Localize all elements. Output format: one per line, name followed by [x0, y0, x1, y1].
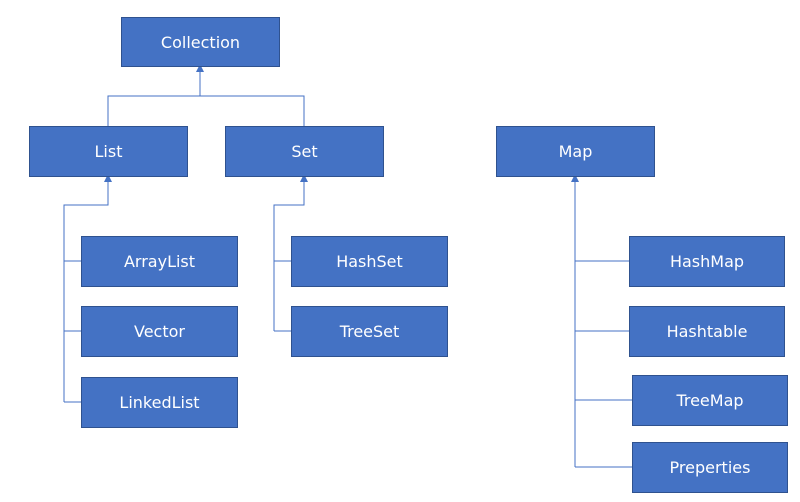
- edge-set-trunk: [273, 174, 308, 331]
- node-hashset: HashSet: [291, 236, 448, 287]
- node-set: Set: [225, 126, 384, 177]
- node-hashtable: Hashtable: [629, 306, 785, 357]
- node-treemap-label: TreeMap: [676, 391, 744, 410]
- node-set-label: Set: [291, 142, 318, 161]
- node-map-label: Map: [558, 142, 593, 161]
- node-collection-label: Collection: [160, 32, 241, 52]
- node-collection: Collection: [121, 17, 280, 67]
- node-linkedlist: LinkedList: [81, 377, 238, 428]
- edge-list-to-collection: [107, 64, 204, 126]
- node-preperties-label: Preperties: [669, 458, 751, 477]
- node-vector-label: Vector: [134, 322, 185, 341]
- edge-list-trunk: [63, 174, 112, 402]
- node-treeset: TreeSet: [291, 306, 448, 357]
- node-list: List: [29, 126, 188, 177]
- node-linkedlist-label: LinkedList: [119, 393, 200, 412]
- node-treemap: TreeMap: [632, 375, 788, 426]
- node-list-label: List: [94, 142, 123, 161]
- node-arraylist-label: ArrayList: [123, 252, 196, 271]
- node-preperties: Preperties: [632, 442, 788, 493]
- node-hashmap: HashMap: [629, 236, 785, 287]
- edge-set-to-collection: [200, 95, 305, 126]
- node-vector: Vector: [81, 306, 238, 357]
- node-hashtable-label: Hashtable: [666, 322, 748, 341]
- node-hashset-label: HashSet: [336, 252, 403, 271]
- node-map: Map: [496, 126, 655, 177]
- node-arraylist: ArrayList: [81, 236, 238, 287]
- node-treeset-label: TreeSet: [339, 322, 400, 341]
- node-hashmap-label: HashMap: [669, 252, 745, 271]
